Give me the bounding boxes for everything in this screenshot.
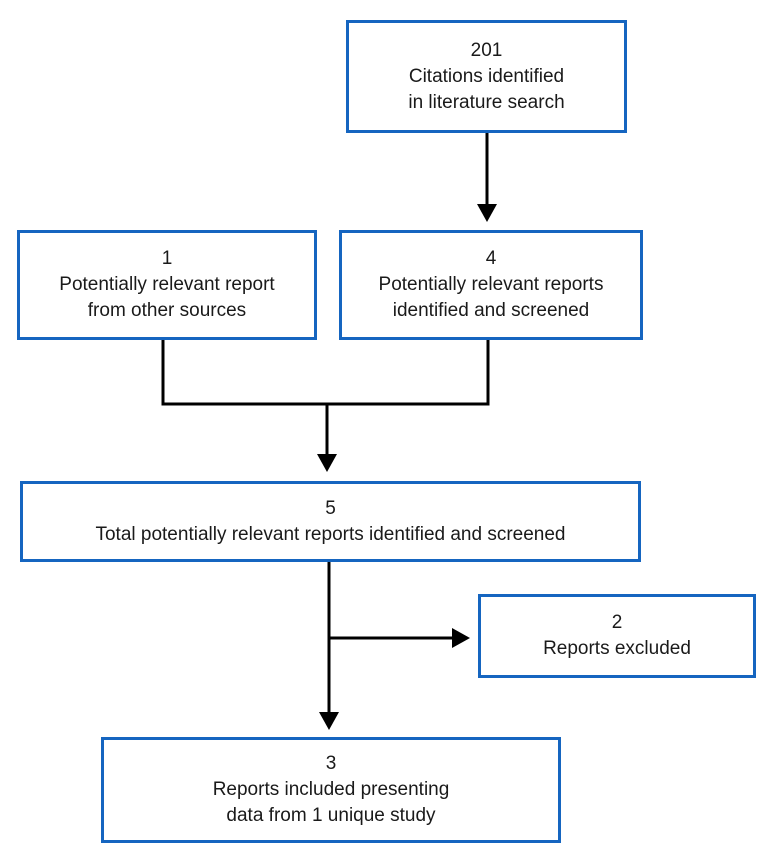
box-other-sources: 1 Potentially relevant report from other… bbox=[17, 230, 317, 340]
box-count: 2 bbox=[611, 612, 623, 633]
box-count: 5 bbox=[325, 497, 336, 519]
box-reports-included: 3 Reports included presenting data from … bbox=[101, 737, 561, 843]
box-reports-excluded: 2 Reports excluded bbox=[478, 594, 756, 678]
arrowhead-down-icon bbox=[477, 204, 497, 222]
box-label: Total potentially relevant reports ident… bbox=[95, 523, 566, 545]
box-label: Citations identified in literature searc… bbox=[408, 65, 565, 113]
arrowhead-down-icon bbox=[319, 712, 339, 730]
box-count: 4 bbox=[485, 248, 497, 269]
box-reports-screened: 4 Potentially relevant reports identifie… bbox=[339, 230, 643, 340]
arrowhead-down-icon bbox=[317, 454, 337, 472]
box-label: Potentially relevant report from other s… bbox=[59, 274, 275, 321]
box-count: 3 bbox=[325, 753, 337, 774]
box-count: 201 bbox=[470, 39, 503, 61]
arrowhead-right-icon bbox=[452, 628, 470, 648]
box-total-reports: 5 Total potentially relevant reports ide… bbox=[20, 481, 641, 562]
box-label: Reports included presenting data from 1 … bbox=[212, 779, 450, 826]
box-count: 1 bbox=[161, 248, 173, 269]
box-citations-identified: 201 Citations identified in literature s… bbox=[346, 20, 627, 133]
box-label: Reports excluded bbox=[543, 638, 691, 659]
box-label: Potentially relevant reports identified … bbox=[378, 274, 604, 321]
